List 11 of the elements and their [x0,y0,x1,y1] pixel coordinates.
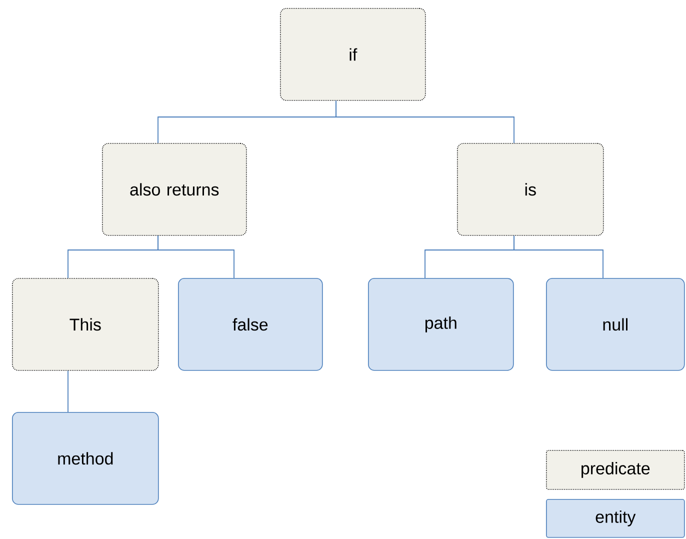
entity-box: path [368,278,514,371]
connector-line [336,100,514,144]
predicate-box: This [12,278,159,371]
connector-line [158,235,234,278]
entity-box: method [12,412,159,505]
predicate-box: also returns [102,143,247,236]
predicate-box: if [280,8,426,101]
entity-box: null [546,278,685,371]
entity-box: false [178,278,323,371]
predicate-box: is [457,143,604,236]
connector-line [514,235,604,278]
